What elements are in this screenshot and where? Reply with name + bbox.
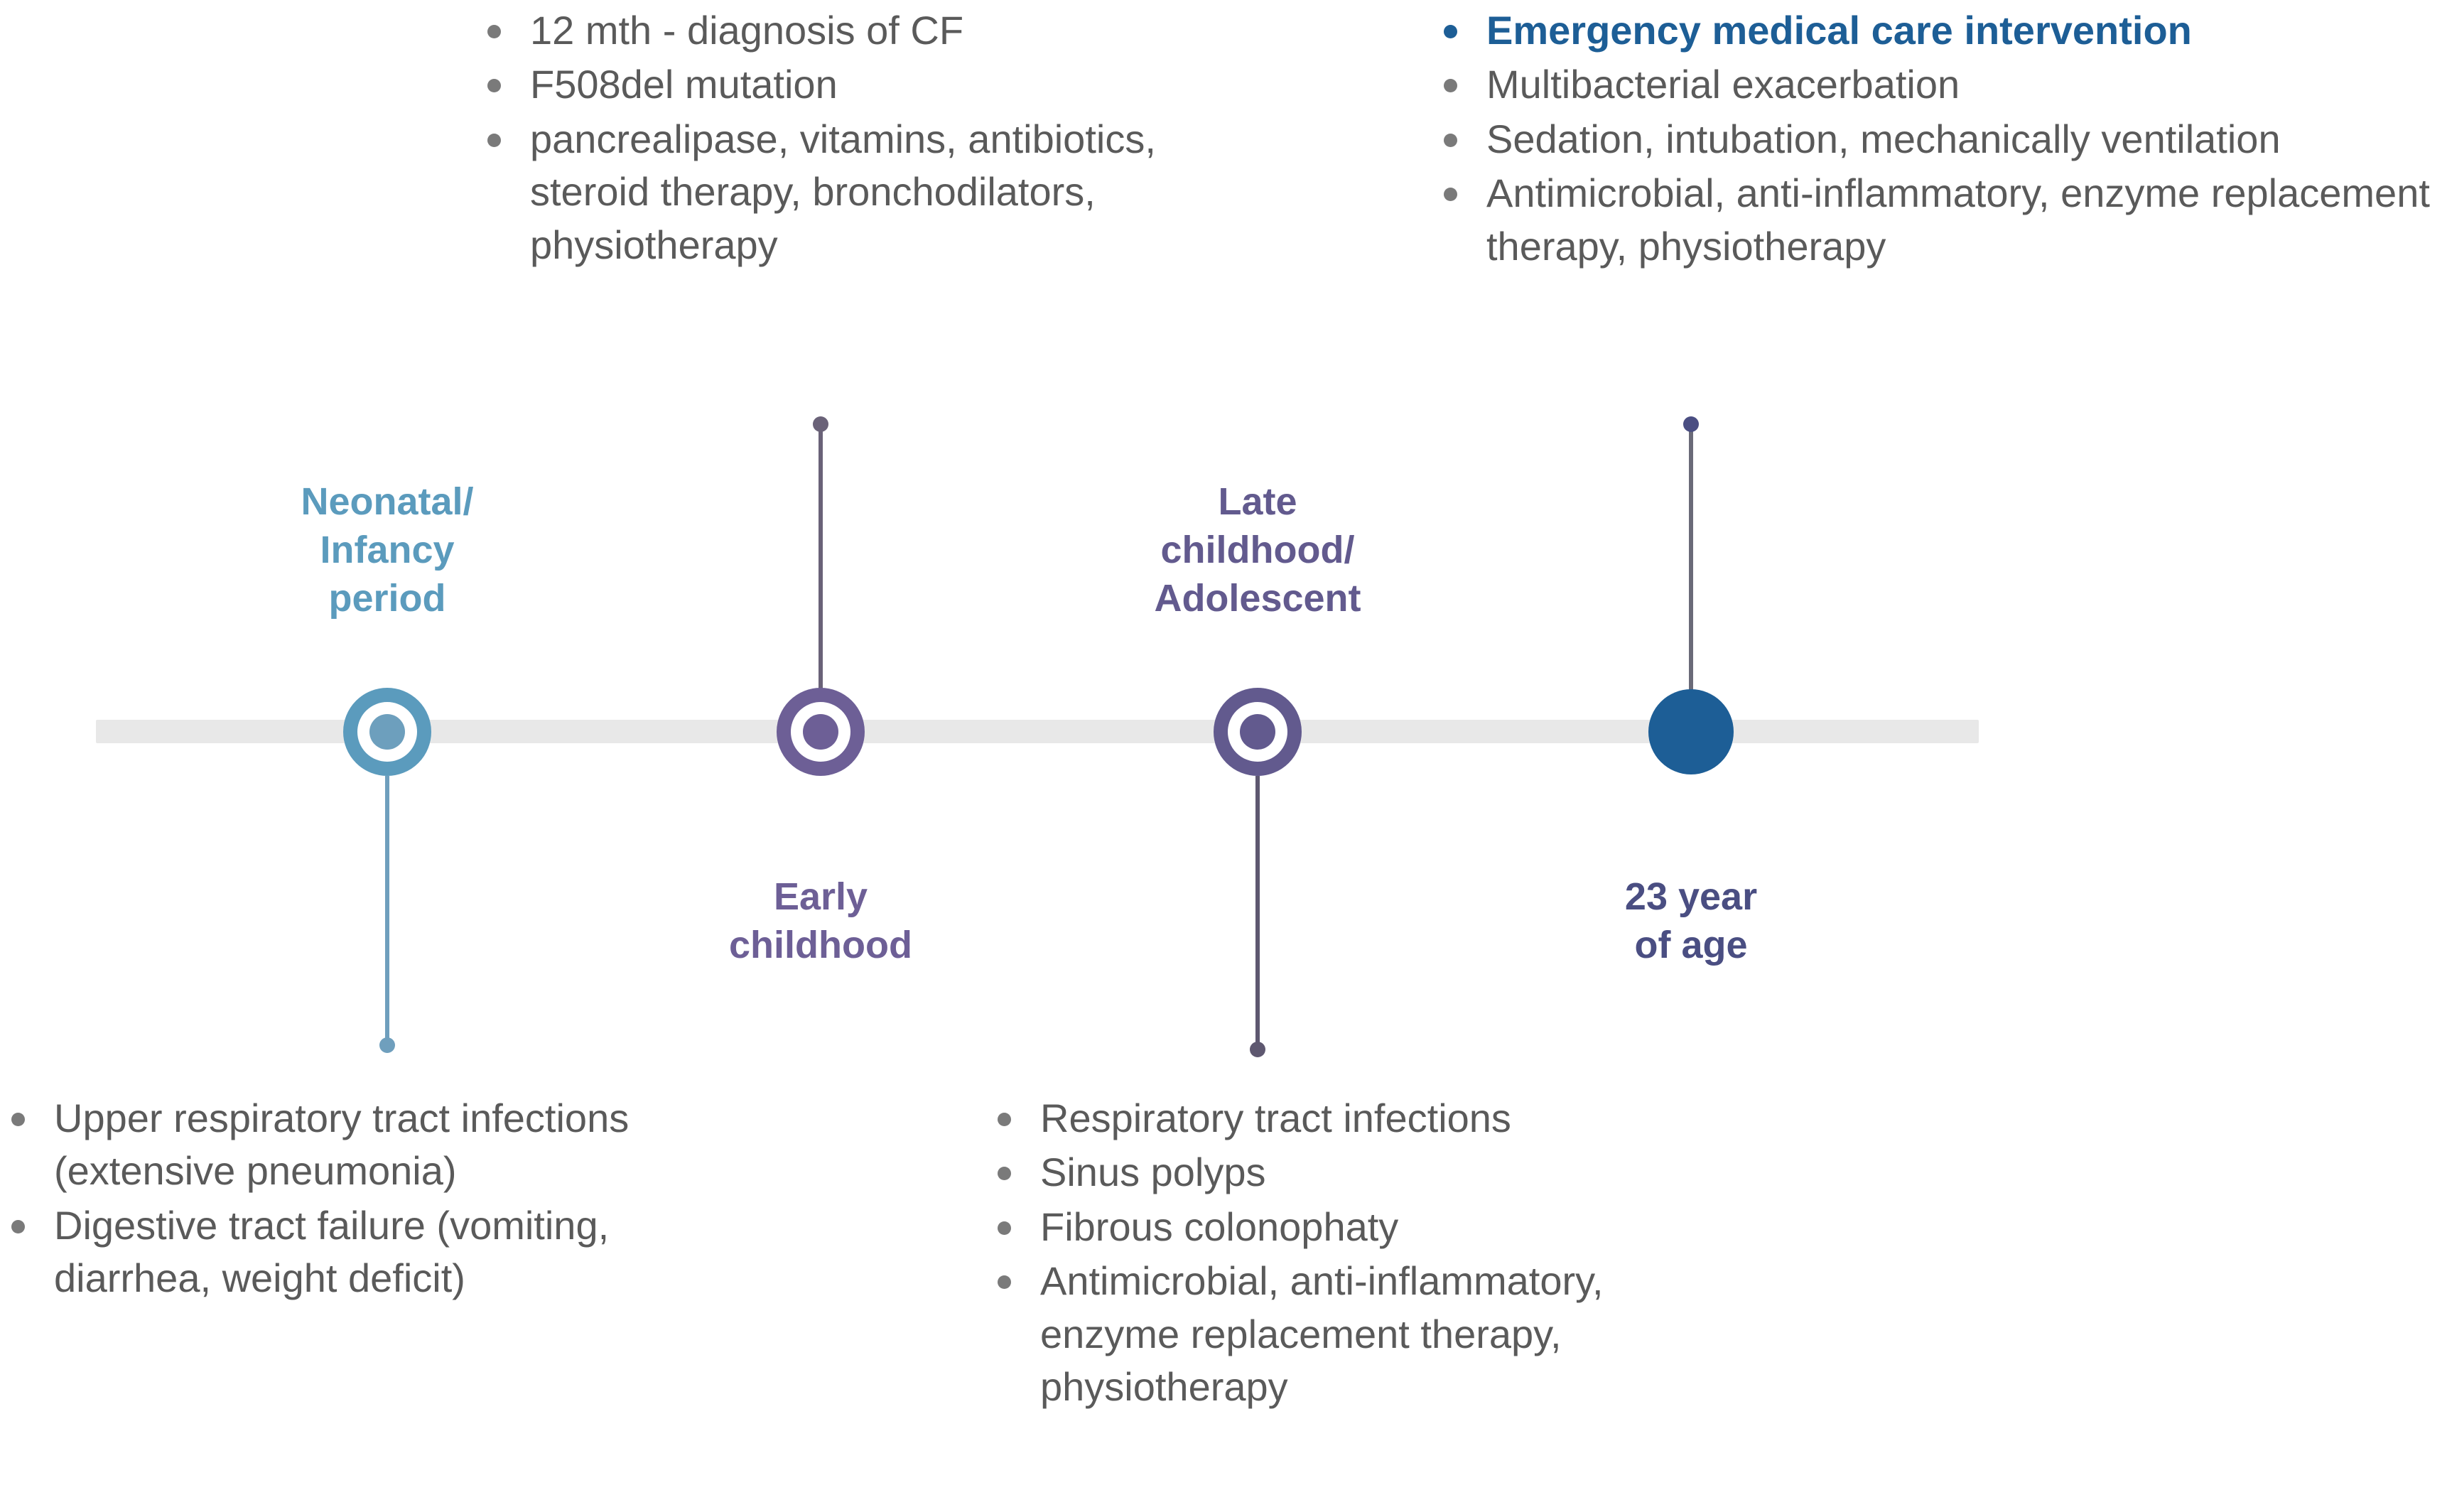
list-item-label: Multibacterial exacerbation [1486,62,1960,107]
list-item: Antimicrobial, anti-inflammatory, enzyme… [986,1255,1704,1413]
connector-early-childhood [813,416,828,691]
timeline-marker-23-year[interactable] [1648,689,1734,774]
bullet-dot-icon [998,1113,1011,1126]
list-item-label: pancrealipase, vitamins, antibiotics, st… [530,116,1156,267]
list-item-label: 12 mth - diagnosis of CF [530,8,964,53]
list-item: 12 mth - diagnosis of CF [476,4,1194,57]
timeline-marker-neonatal[interactable] [343,688,431,776]
bullet-dot-icon [1444,188,1457,202]
list-item: Sinus polyps [986,1146,1704,1199]
connector-endpoint-dot [1683,416,1699,432]
bullet-dot-icon [998,1275,1011,1290]
list-item-label: Antimicrobial, anti-inflammatory, enzyme… [1040,1258,1604,1410]
list-item: Antimicrobial, anti-inflammatory, enzyme… [1432,167,2441,273]
list-item-label: Respiratory tract infections [1040,1096,1511,1140]
bullet-dot-icon [1444,79,1457,93]
list-item: Digestive tract failure (vomiting, diarr… [0,1199,718,1305]
list-item: Upper respiratory tract infections (exte… [0,1092,718,1198]
list-item: Fibrous colonophaty [986,1201,1704,1253]
connector-neonatal [379,776,395,1053]
connector-endpoint-dot [379,1037,395,1053]
connector-late-childhood [1250,776,1265,1057]
list-item-label: Digestive tract failure (vomiting, diarr… [54,1202,610,1301]
connector-23-year [1683,416,1699,692]
connector-endpoint-dot [1250,1042,1265,1057]
bullet-dot-icon [1444,133,1457,147]
notes-neonatal-bottom: Upper respiratory tract infections (exte… [0,1092,718,1307]
bullet-dot-icon [11,1113,25,1126]
list-item-label: Sedation, intubation, mechanically venti… [1486,116,2281,161]
stage-label-neonatal: Neonatal/ Infancy period [301,480,474,620]
list-item-label: Fibrous colonophaty [1040,1204,1399,1249]
bullet-dot-icon [487,133,501,147]
connector-endpoint-dot [813,416,828,432]
list-item-label: F508del mutation [530,62,838,107]
bullet-dot-icon [998,1167,1011,1181]
list-item: F508del mutation [476,58,1194,111]
list-item-label: Sinus polyps [1040,1150,1266,1195]
list-item-label: Antimicrobial, anti-inflammatory, enzyme… [1486,171,2430,269]
list-item: Emergency medical care intervention [1432,4,2441,57]
list-item: Respiratory tract infections [986,1092,1704,1145]
marker-core [369,714,405,750]
list-item: pancrealipase, vitamins, antibiotics, st… [476,113,1194,271]
notes-early-childhood-top: 12 mth - diagnosis of CF F508del mutation… [476,4,1194,273]
bullet-dot-icon [487,79,501,93]
stage-label-late-childhood: Late childhood/ Adolescent [1154,480,1361,620]
bullet-dot-icon [1444,25,1457,38]
bullet-dot-icon [487,25,501,38]
stage-label-early-childhood: Early childhood [729,875,912,967]
list-item: Multibacterial exacerbation [1432,58,2441,111]
list-item-label: Emergency medical care intervention [1486,8,2192,53]
stage-label-23-year: 23 year of age [1624,875,1758,967]
marker-core [803,714,838,750]
list-item-label: Upper respiratory tract infections (exte… [54,1096,630,1194]
list-item: Sedation, intubation, mechanically venti… [1432,113,2441,166]
timeline-marker-early-childhood[interactable] [777,688,865,776]
marker-core [1240,714,1275,750]
bullet-dot-icon [998,1221,1011,1235]
bullet-dot-icon [11,1219,25,1233]
timeline-marker-late-childhood[interactable] [1214,688,1302,776]
